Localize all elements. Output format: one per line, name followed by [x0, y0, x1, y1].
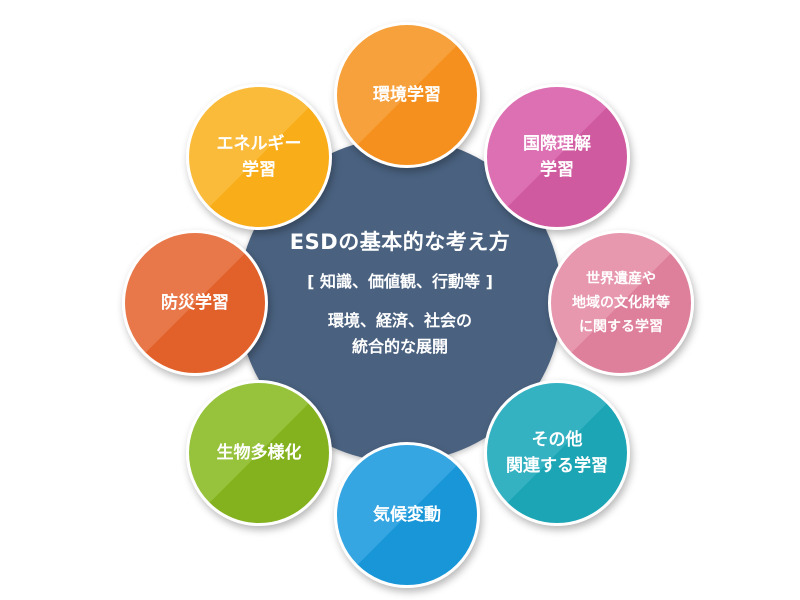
- center-body-line1: 環境、経済、社会の: [327, 311, 472, 330]
- topic-label: 国際理解 学習: [523, 134, 591, 180]
- topic-label: エネルギー 学習: [216, 134, 302, 180]
- topic-label: 気候変動: [373, 505, 441, 525]
- center-body: 環境、経済、社会の 統合的な展開: [328, 308, 472, 360]
- topic-label: 生物多様化: [216, 443, 302, 463]
- topic-biodiversity: 生物多様化: [186, 380, 332, 526]
- topic-climate: 気候変動: [334, 442, 480, 588]
- topic-label: 環境学習: [373, 85, 441, 105]
- topic-international: 国際理解 学習: [484, 84, 630, 230]
- topic-label: 世界遺産や 地域の文化財等 に関する学習: [572, 271, 670, 335]
- center-body-line2: 統合的な展開: [351, 337, 448, 356]
- topic-heritage: 世界遺産や 地域の文化財等 に関する学習: [548, 230, 694, 376]
- center-title: ESDの基本的な考え方: [289, 230, 511, 254]
- topic-other: その他 関連する学習: [484, 380, 630, 526]
- topic-energy: エネルギー 学習: [186, 84, 332, 230]
- center-subtitle: [ 知識、価値観、行動等 ]: [307, 272, 493, 291]
- topic-label: その他 関連する学習: [506, 430, 608, 476]
- center-content: ESDの基本的な考え方 [ 知識、価値観、行動等 ] 環境、経済、社会の 統合的…: [238, 138, 562, 462]
- topic-environment: 環境学習: [334, 22, 480, 168]
- topic-disaster: 防災学習: [122, 230, 268, 376]
- topic-label: 防災学習: [161, 293, 229, 313]
